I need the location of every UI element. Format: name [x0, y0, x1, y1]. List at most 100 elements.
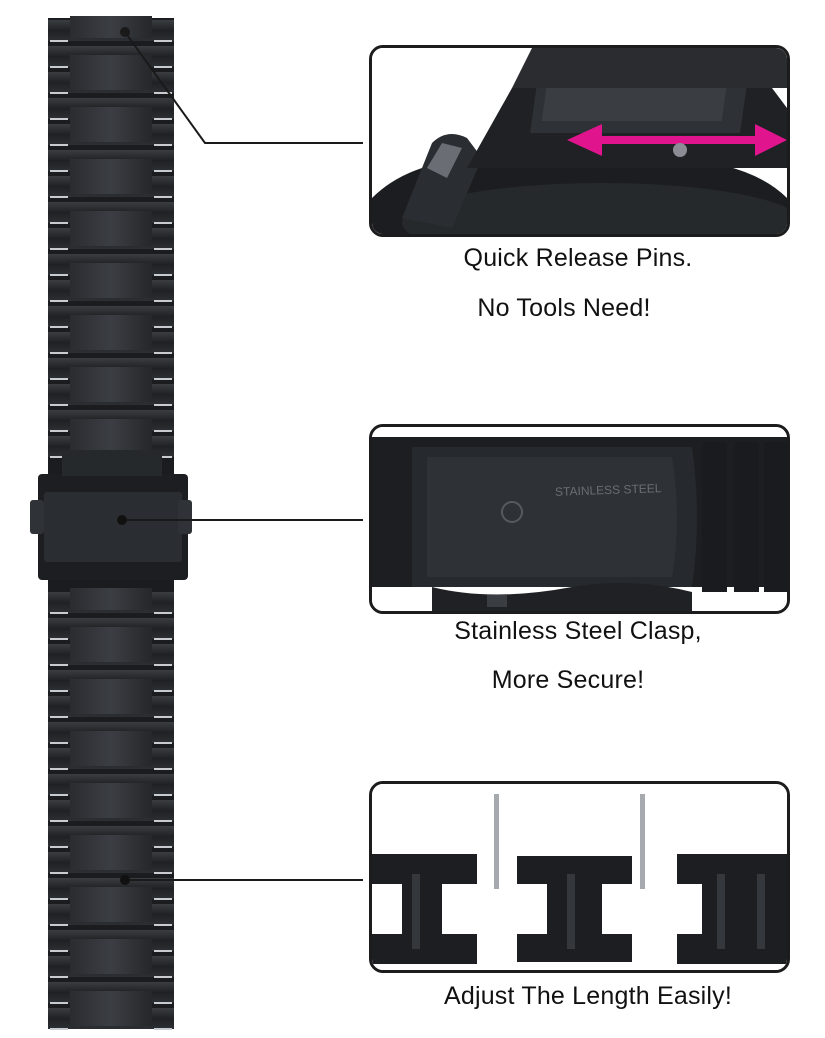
caption-clasp-line2: More Secure!	[491, 666, 645, 694]
strap-link-highlight	[154, 664, 172, 666]
quick-release-pin-photo	[369, 45, 790, 237]
strap-link-highlight	[50, 768, 68, 770]
release-direction-arrow	[567, 124, 787, 156]
strap-center-link	[70, 120, 152, 142]
link-pin-icon	[640, 794, 645, 889]
strap-link-highlight	[154, 118, 172, 120]
caption-adjust-line1: Adjust The Length Easily!	[443, 982, 733, 1010]
strap-link-highlight	[154, 976, 172, 978]
strap-link-highlight	[154, 196, 172, 198]
strap-link-highlight	[50, 144, 68, 146]
strap-center-link	[70, 380, 152, 402]
strap-link-highlight	[154, 456, 172, 458]
strap-link-highlight	[50, 248, 68, 250]
strap-link-highlight	[154, 898, 172, 900]
strap-link-highlight	[154, 768, 172, 770]
strap-link-highlight	[154, 612, 172, 614]
strap-link-highlight	[50, 820, 68, 822]
strap-center-link	[70, 68, 152, 90]
link-pin-icon	[494, 794, 499, 889]
strap-link-highlight	[50, 690, 68, 692]
strap-link-highlight	[50, 1028, 68, 1030]
strap-link-highlight	[154, 430, 172, 432]
strap-center-link	[70, 16, 152, 38]
strap-link-highlight	[50, 976, 68, 978]
strap-link-highlight	[154, 222, 172, 224]
strap-link-highlight	[50, 378, 68, 380]
strap-center-link	[70, 224, 152, 246]
strap-center-link	[70, 796, 152, 818]
strap-link-highlight	[50, 950, 68, 952]
strap-link-highlight	[50, 40, 68, 42]
strap-link-highlight	[50, 430, 68, 432]
caption-clasp-line1: Stainless Steel Clasp,	[454, 617, 702, 645]
strap-link-highlight	[154, 794, 172, 796]
strap-link-highlight	[50, 638, 68, 640]
strap-link-highlight	[154, 872, 172, 874]
strap-link-highlight	[50, 794, 68, 796]
strap-link-highlight	[50, 352, 68, 354]
strap-center-link	[70, 640, 152, 662]
strap-link-highlight	[50, 872, 68, 874]
strap-link-highlight	[50, 924, 68, 926]
strap-center-link	[70, 172, 152, 194]
strap-link-highlight	[154, 1002, 172, 1004]
strap-link-highlight	[50, 92, 68, 94]
strap-link-highlight	[154, 378, 172, 380]
strap-center-link	[70, 744, 152, 766]
caption-release-line1: Quick Release Pins.	[463, 244, 693, 272]
watch-band-strap	[30, 16, 192, 1030]
strap-center-link	[70, 588, 152, 610]
strap-link-highlight	[154, 716, 172, 718]
strap-link-highlight	[154, 248, 172, 250]
strap-link-highlight	[50, 456, 68, 458]
strap-center-link	[70, 1004, 152, 1026]
strap-link-highlight	[154, 326, 172, 328]
strap-link-highlight	[154, 638, 172, 640]
strap-link-highlight	[154, 1028, 172, 1030]
strap-link-highlight	[50, 664, 68, 666]
strap-link-highlight	[154, 820, 172, 822]
strap-clasp	[30, 450, 192, 580]
strap-link-highlight	[50, 612, 68, 614]
strap-link-highlight	[50, 716, 68, 718]
adjust-links-photo	[369, 781, 790, 973]
strap-link-highlight	[154, 950, 172, 952]
strap-link-highlight	[50, 196, 68, 198]
strap-center-link	[70, 848, 152, 870]
clasp-photo: STAINLESS STEEL	[369, 424, 790, 614]
strap-link-highlight	[154, 40, 172, 42]
strap-link-highlight	[50, 742, 68, 744]
strap-link-highlight	[50, 222, 68, 224]
strap-link-highlight	[154, 144, 172, 146]
strap-link-highlight	[50, 118, 68, 120]
strap-link-highlight	[154, 352, 172, 354]
strap-link-highlight	[154, 742, 172, 744]
strap-link-highlight	[154, 924, 172, 926]
strap-link-highlight	[154, 92, 172, 94]
strap-link-highlight	[50, 404, 68, 406]
strap-link-highlight	[154, 404, 172, 406]
strap-link-highlight	[50, 300, 68, 302]
strap-link-highlight	[50, 326, 68, 328]
strap-link-highlight	[50, 1002, 68, 1004]
strap-link-highlight	[50, 846, 68, 848]
clasp-logo-icon	[501, 501, 523, 523]
strap-link-highlight	[50, 274, 68, 276]
strap-center-link	[70, 900, 152, 922]
strap-link-highlight	[154, 690, 172, 692]
strap-link-highlight	[50, 66, 68, 68]
strap-center-link	[70, 692, 152, 714]
strap-center-link	[70, 952, 152, 974]
strap-center-link	[70, 276, 152, 298]
release-pin-icon	[673, 143, 687, 157]
strap-link-highlight	[154, 300, 172, 302]
strap-link-highlight	[154, 846, 172, 848]
strap-center-link	[70, 328, 152, 350]
strap-link-highlight	[154, 274, 172, 276]
strap-link-highlight	[154, 170, 172, 172]
strap-link-highlight	[154, 66, 172, 68]
strap-link-highlight	[50, 170, 68, 172]
caption-release-line2: No Tools Need!	[477, 294, 651, 322]
strap-center-link	[70, 432, 152, 454]
